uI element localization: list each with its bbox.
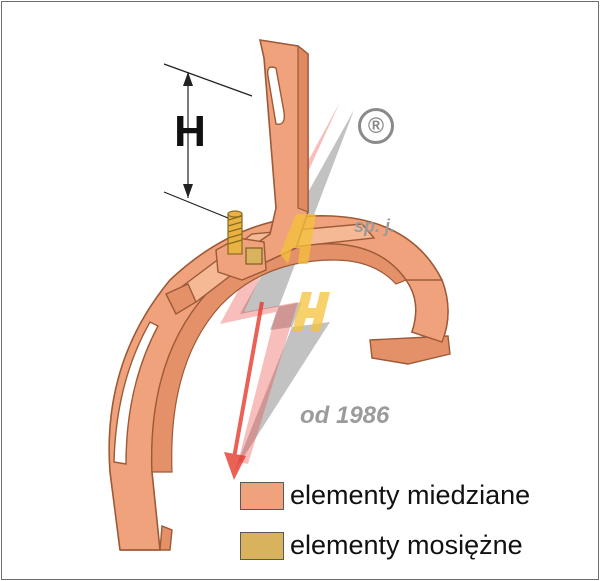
watermark-suffix: sp. j. — [354, 216, 396, 236]
dimension-h — [163, 63, 253, 219]
left-slot — [113, 321, 159, 465]
bracket-side — [297, 44, 309, 213]
dimension-label: H — [174, 107, 206, 156]
legend-swatch-copper — [240, 481, 284, 510]
legend-item-copper: elementy miedziane — [240, 480, 530, 511]
registered-mark: ® — [358, 108, 394, 144]
legend-item-brass: elementy mosiężne — [240, 530, 523, 561]
legend-label-copper: elementy miedziane — [290, 480, 531, 510]
left-foot — [120, 524, 173, 551]
threaded-bolt — [227, 210, 243, 255]
logo-letter-h — [292, 292, 330, 332]
brass-nut — [245, 247, 263, 265]
watermark-since: od 1986 — [300, 402, 390, 429]
bracket-slot — [266, 66, 286, 125]
legend-label-brass: elementy mosiężne — [290, 530, 523, 560]
logo-letter-a — [280, 214, 316, 264]
right-leg — [404, 279, 449, 343]
saddle-tab — [165, 283, 197, 315]
arrow-down-icon — [224, 301, 264, 480]
lightning-bolt-icon — [234, 110, 354, 472]
legend-swatch-brass — [240, 531, 284, 560]
